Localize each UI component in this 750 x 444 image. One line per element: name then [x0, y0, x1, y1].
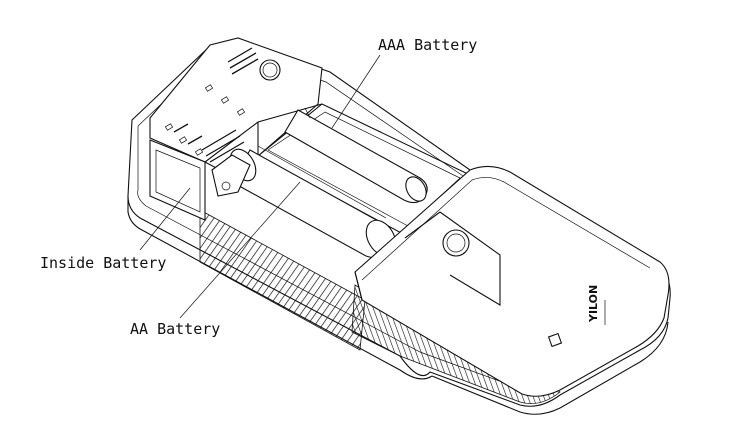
- panel-printed-text: [173, 47, 259, 163]
- label-aa-battery: AA Battery: [130, 320, 220, 338]
- aaa-battery: [284, 107, 428, 204]
- battery-slider-clip: [211, 154, 251, 197]
- ribbed-side-left: [199, 209, 366, 351]
- led-indicators: [164, 84, 246, 156]
- leader-aa: [179, 181, 301, 319]
- leader-aaa: [331, 54, 381, 129]
- leader-inside: [139, 187, 191, 251]
- leader-lines: [139, 54, 381, 319]
- label-aaa-battery: AAA Battery: [378, 36, 477, 54]
- brand-logo: YILON: [587, 285, 600, 323]
- label-inside-battery: Inside Battery: [40, 254, 166, 272]
- indicator-panel: [149, 37, 323, 187]
- cover-indicator-square: [547, 332, 563, 348]
- inside-battery-compartment: [149, 139, 206, 221]
- front-cover: YILON: [354, 165, 670, 397]
